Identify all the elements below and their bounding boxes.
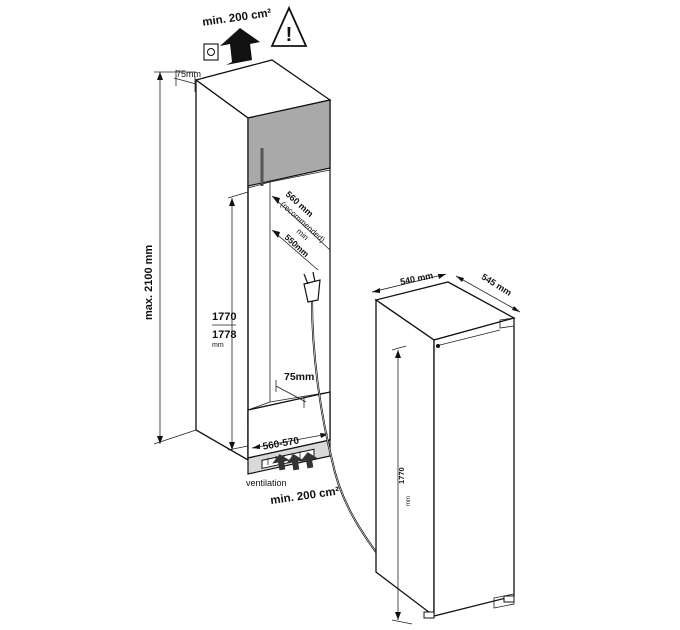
bottom-ventilation-area: min. 200 cm² (270, 486, 341, 508)
appliance-width-dimension (371, 273, 447, 293)
top-gap-label: 75mm (176, 69, 201, 79)
appliance-height-unit: mm (406, 496, 412, 506)
niche-height-dimension (227, 191, 249, 451)
top-ventilation-area: min. 200 cm² (202, 7, 273, 29)
warning-triangle-icon: ! (270, 5, 308, 47)
top-gap-dimension (173, 70, 197, 92)
appliance-width-label: 540 mm (399, 270, 434, 287)
max-height-label: max. 2100 mm (143, 245, 155, 320)
kitchen-cabinet (194, 59, 332, 475)
ventilation-label: ventilation (246, 478, 287, 488)
niche-height-unit: mm (212, 342, 224, 349)
depth-dimension (271, 195, 331, 271)
appliance-depth-label: 545 mm (480, 272, 514, 298)
power-cable (311, 299, 377, 553)
niche-height-1: 1770 (212, 311, 236, 323)
upper-cabinet-door (247, 99, 331, 187)
arrow-up-icon (220, 28, 260, 65)
plug-icon (303, 271, 321, 303)
appliance-height-label: 1770 (397, 467, 406, 484)
ventilation-arrows (272, 452, 318, 471)
wall-socket-icon (203, 43, 219, 61)
rear-gap-dimension (275, 380, 307, 408)
rear-gap-label: 75mm (284, 371, 314, 383)
max-height-dimension (153, 71, 197, 445)
niche-height-2: 1778 (212, 329, 236, 341)
svg-text:!: ! (286, 24, 293, 46)
appliance-height-dimension (391, 345, 413, 625)
niche-width-dimension (251, 433, 329, 449)
fridge-appliance (374, 281, 516, 619)
appliance-depth-dimension (455, 275, 521, 313)
